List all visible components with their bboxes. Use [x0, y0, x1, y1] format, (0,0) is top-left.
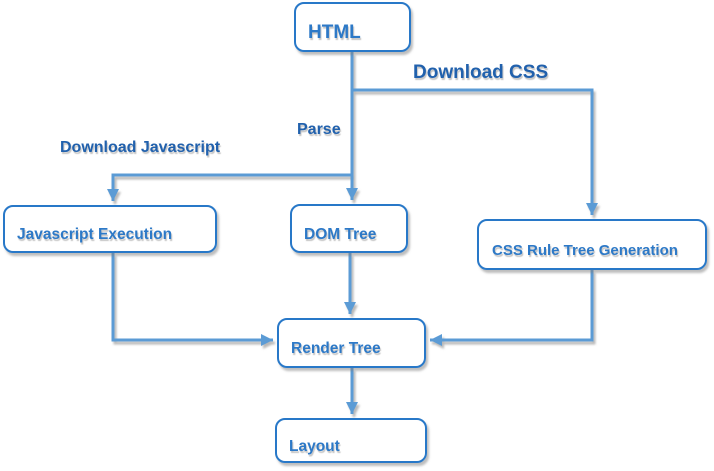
- node-layout: Layout: [275, 418, 427, 463]
- node-javascript-execution: Javascript Execution: [3, 205, 217, 253]
- edge-label-download-css: Download CSS: [413, 62, 549, 83]
- node-css-rule-tree-generation-label: CSS Rule Tree Generation: [492, 242, 678, 259]
- node-dom-tree: DOM Tree: [290, 204, 408, 253]
- edge-html-to-css-rule: [352, 88, 598, 215]
- node-javascript-execution-label: Javascript Execution: [17, 226, 173, 243]
- node-render-tree-label: Render Tree: [291, 340, 381, 357]
- node-render-tree: Render Tree: [277, 318, 426, 368]
- edge-css-rule-to-render-tree: [430, 270, 594, 346]
- edge-html-to-js-exec: [107, 173, 352, 201]
- edge-label-parse: Parse: [297, 121, 341, 138]
- edge-label-download-javascript: Download Javascript: [60, 139, 221, 156]
- edge-js-exec-to-render-tree: [111, 253, 273, 346]
- node-dom-tree-label: DOM Tree: [304, 225, 377, 243]
- node-layout-label: Layout: [289, 437, 340, 455]
- node-html: HTML: [294, 2, 411, 52]
- node-html-label: HTML: [308, 22, 361, 43]
- node-css-rule-tree-generation: CSS Rule Tree Generation: [477, 219, 707, 270]
